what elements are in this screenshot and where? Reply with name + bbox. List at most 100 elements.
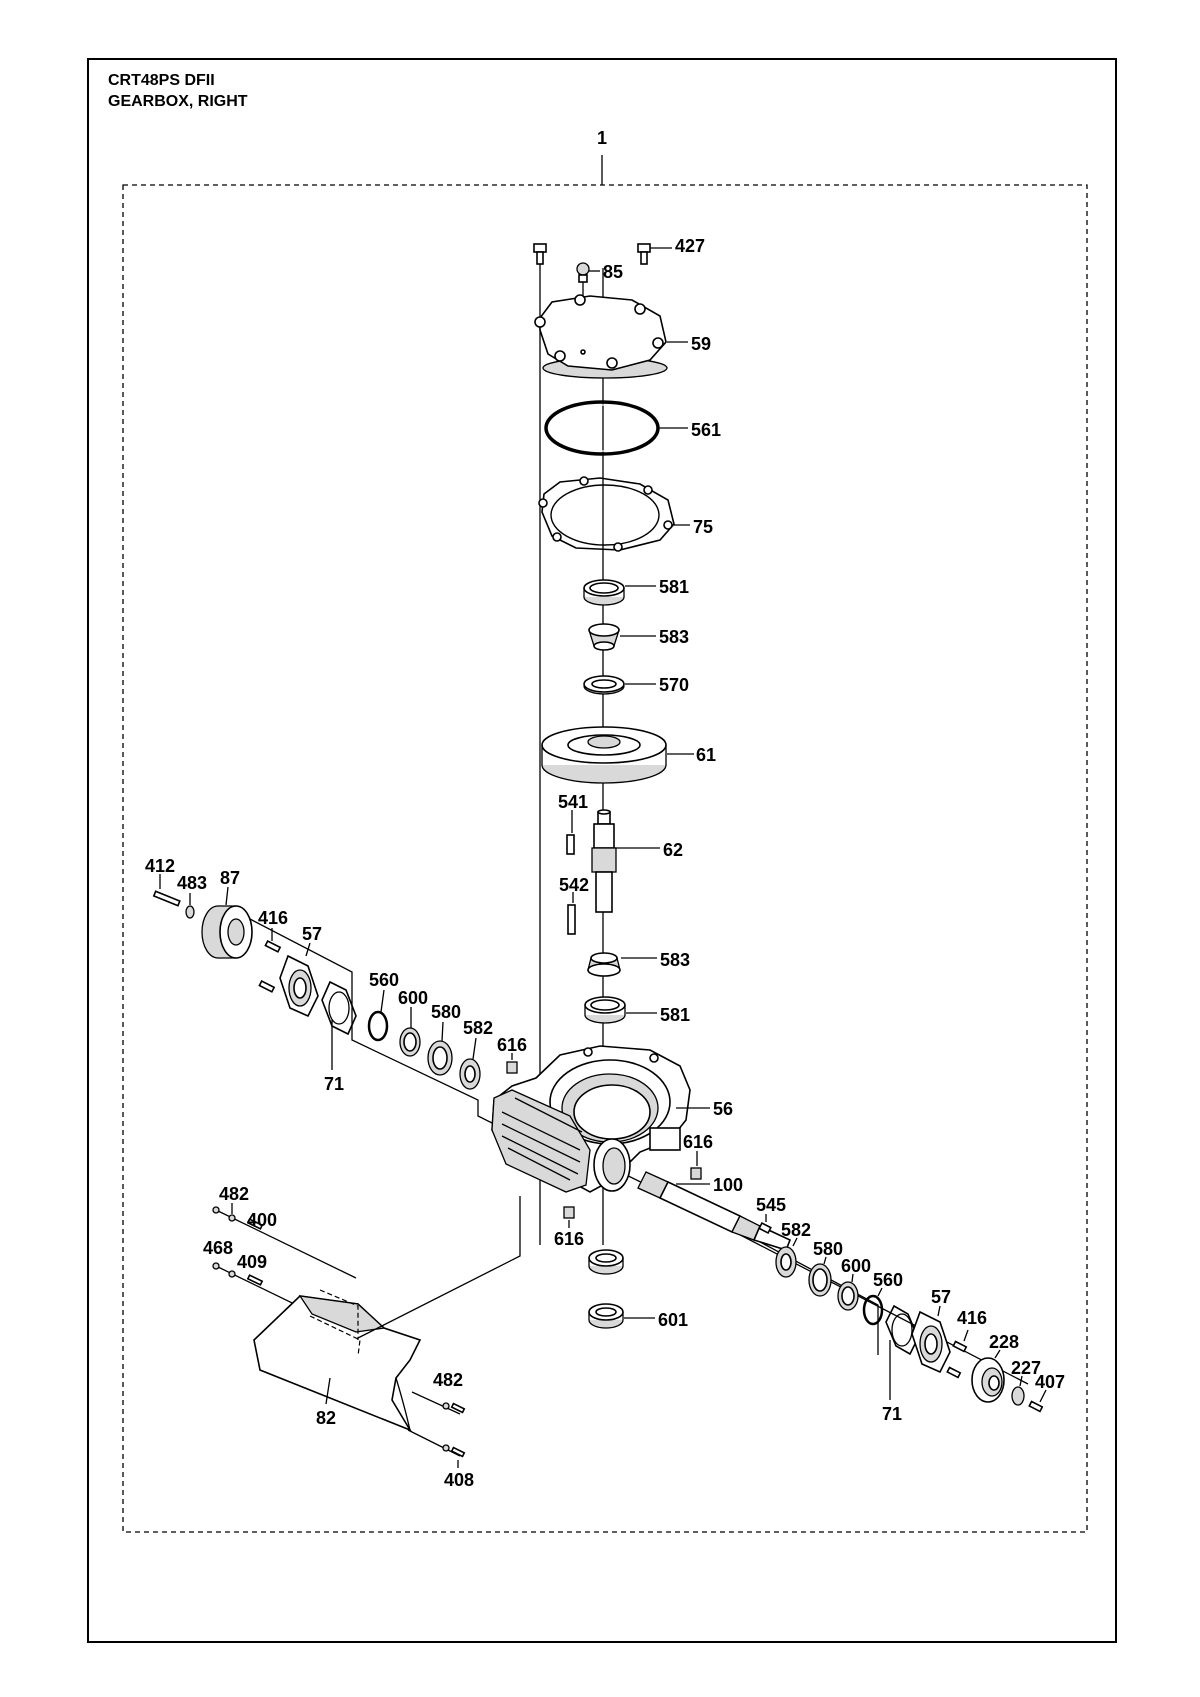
leader-228 xyxy=(994,1349,1001,1359)
callout-583-lower: 583 xyxy=(660,950,690,970)
key-542 xyxy=(567,904,576,935)
callout-583-top: 583 xyxy=(659,627,689,647)
screw-416-right xyxy=(946,1340,968,1379)
washer-408 xyxy=(442,1444,450,1452)
callout-409: 409 xyxy=(237,1252,267,1272)
callout-416-left: 416 xyxy=(258,908,288,928)
washer-483 xyxy=(185,905,195,919)
bearing-cone-583-top xyxy=(588,623,620,651)
leader-600-right xyxy=(851,1273,854,1283)
callout-561: 561 xyxy=(691,420,721,440)
bolt-427 xyxy=(637,243,651,265)
leader-87 xyxy=(225,886,229,906)
callout-61: 61 xyxy=(696,745,716,765)
crown-gear-61 xyxy=(541,726,667,784)
bolt-axis-482 xyxy=(411,1391,461,1415)
callout-59: 59 xyxy=(691,334,711,354)
gasket-75 xyxy=(538,476,675,552)
pinion-shaft-62 xyxy=(591,809,617,913)
leader-580-right xyxy=(823,1256,827,1265)
callout-427: 427 xyxy=(675,236,705,256)
leader-57-left xyxy=(305,942,311,957)
callout-582-right: 582 xyxy=(781,1220,811,1240)
gearbox-cover-59 xyxy=(534,294,668,379)
callout-600-right: 600 xyxy=(841,1256,871,1276)
callout-57-left: 57 xyxy=(302,924,322,944)
callout-616-bottom: 616 xyxy=(554,1229,584,1249)
washer-482 xyxy=(212,1206,220,1214)
bolt-axis-400 xyxy=(215,1209,357,1279)
callout-580-right: 580 xyxy=(813,1239,843,1259)
washer-482-b xyxy=(228,1214,236,1222)
bolt-407 xyxy=(1028,1400,1044,1413)
leader-82 xyxy=(325,1377,331,1405)
page-border xyxy=(87,58,1117,1643)
leader-560-right xyxy=(877,1287,883,1297)
bolt-482 xyxy=(450,1402,466,1414)
bearing-cone-583-lower xyxy=(587,952,621,977)
callout-75: 75 xyxy=(693,517,713,537)
callout-482-right: 482 xyxy=(433,1370,463,1390)
key-545 xyxy=(758,1221,772,1235)
callout-545: 545 xyxy=(756,1195,786,1215)
callout-468: 468 xyxy=(203,1238,233,1258)
left-assembly-axis xyxy=(247,917,507,1131)
callout-71-right: 71 xyxy=(882,1404,902,1424)
leader-560-left xyxy=(380,989,385,1013)
washer-468 xyxy=(212,1262,220,1270)
bolt-408 xyxy=(450,1446,466,1458)
gasket-71-left xyxy=(321,980,357,1036)
bearing-cone-582-left xyxy=(459,1058,481,1090)
bolt-left-top xyxy=(533,243,547,265)
washer-227 xyxy=(1011,1386,1025,1406)
o-ring-560-left xyxy=(367,1010,389,1042)
callout-616-right: 616 xyxy=(683,1132,713,1152)
gearbox-housing-56 xyxy=(491,1045,691,1193)
cover-plate-82 xyxy=(253,1289,422,1432)
leader-407 xyxy=(1039,1389,1047,1403)
callout-582-left: 582 xyxy=(463,1018,493,1038)
callout-416-right: 416 xyxy=(957,1308,987,1328)
leader-57-right xyxy=(937,1305,941,1317)
bearing-cup-580-left xyxy=(427,1040,453,1076)
callout-560-right: 560 xyxy=(873,1270,903,1290)
callout-56: 56 xyxy=(713,1099,733,1119)
callout-228: 228 xyxy=(989,1332,1019,1352)
plug-616-left xyxy=(506,1061,518,1074)
leader-582-left xyxy=(472,1037,477,1060)
bolt-409 xyxy=(246,1274,264,1286)
bolt-412 xyxy=(152,890,181,907)
pulley-87 xyxy=(201,905,253,959)
callout-57-right: 57 xyxy=(931,1287,951,1307)
callout-1: 1 xyxy=(597,128,607,148)
gasket-71-right xyxy=(885,1304,919,1356)
diagram-heading: CRT48PS DFII GEARBOX, RIGHT xyxy=(108,70,248,112)
plug-616-bottom xyxy=(563,1206,575,1219)
key-541 xyxy=(566,834,575,855)
plug-616-right xyxy=(690,1167,702,1180)
bearing-cap-57-right xyxy=(911,1310,951,1374)
hub-228 xyxy=(971,1357,1005,1403)
leader-580-left xyxy=(441,1021,444,1042)
callout-62: 62 xyxy=(663,840,683,860)
callout-560-left: 560 xyxy=(369,970,399,990)
callout-580-left: 580 xyxy=(431,1002,461,1022)
screw-416-left xyxy=(258,939,282,993)
seal-601-lower xyxy=(588,1303,624,1329)
callout-85: 85 xyxy=(603,262,623,282)
seal-600-left xyxy=(399,1027,421,1057)
bearing-cone-582-right xyxy=(775,1246,797,1278)
callout-542: 542 xyxy=(559,875,589,895)
callout-601: 601 xyxy=(658,1310,688,1330)
callout-408: 408 xyxy=(444,1470,474,1490)
vent-plug-85 xyxy=(576,262,590,283)
callout-600-left: 600 xyxy=(398,988,428,1008)
leader-416-right xyxy=(963,1329,969,1342)
callout-227: 227 xyxy=(1011,1358,1041,1378)
bearing-cap-57-left xyxy=(279,954,319,1018)
callout-412: 412 xyxy=(145,856,175,876)
callout-483: 483 xyxy=(177,873,207,893)
callout-541: 541 xyxy=(558,792,588,812)
model-title: CRT48PS DFII xyxy=(108,72,215,89)
